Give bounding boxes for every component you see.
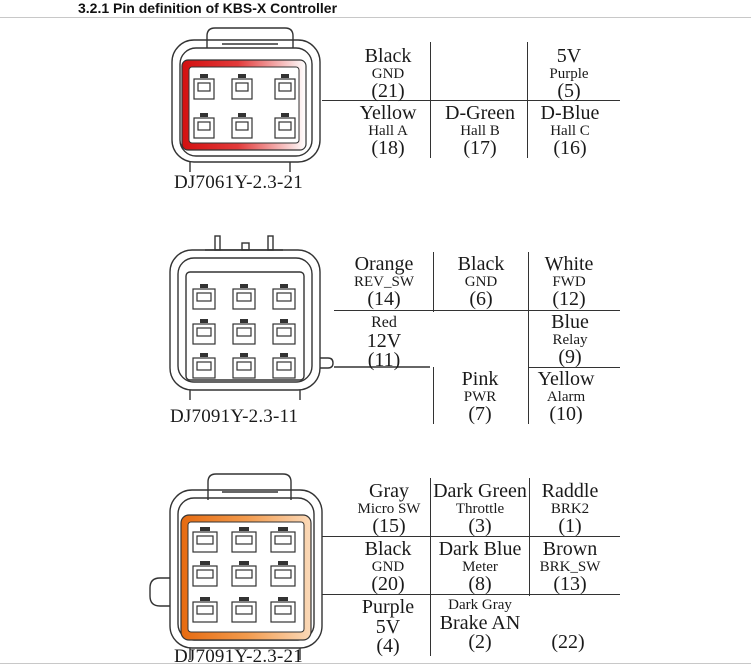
grid1-hline [322, 100, 620, 101]
pin-cell: Blue Relay (9) [551, 311, 589, 368]
grid2-vline-1 [433, 252, 434, 312]
connector-9pin-part-number: DJ7091Y-2.3-11 [170, 406, 299, 427]
pin-cell: Dark Blue Meter (8) [438, 538, 522, 595]
pin-cell: Purple 5V (4) [361, 596, 415, 657]
page-title: 3.2.1 Pin definition of KBS-X Controller [78, 0, 338, 16]
pin-cell: Black GND (21) [364, 45, 412, 102]
pin-cell: Yellow Alarm (10) [537, 368, 595, 425]
pin-cell: Black GND (6) [457, 253, 505, 310]
pin-cell: Red 12V (11) [366, 314, 402, 371]
connector-9pin-orange-part-number: DJ7091Y-2.3-21 [174, 646, 303, 667]
grid3-hline-1 [322, 536, 620, 537]
pin-cell: White FWD (12) [544, 253, 594, 310]
grid1-vline-2 [527, 42, 528, 158]
pin-cell: Dark Green Throttle (3) [433, 480, 527, 537]
pin-cell: Raddle BRK2 (1) [541, 480, 599, 537]
pin-cell: D-Green Hall B (17) [445, 102, 515, 159]
pin-cell: 5V Purple (5) [549, 45, 589, 102]
header-divider [0, 17, 751, 18]
grid2-vline-2 [528, 252, 529, 424]
grid3-vline-2 [529, 478, 530, 596]
connector-6pin-part-number: DJ7061Y-2.3-21 [174, 172, 303, 193]
grid2-hline-1 [334, 310, 620, 311]
grid2-hline-2 [528, 367, 620, 368]
pin-cell: Orange REV_SW (14) [354, 253, 414, 310]
pin-cell: (22) [551, 631, 585, 653]
pin-cell: Yellow Hall A (18) [359, 102, 417, 159]
pin-cell: Black GND (20) [364, 538, 412, 595]
pin-cell: Brown BRK_SW (13) [539, 538, 601, 595]
grid3-vline-1 [430, 478, 431, 656]
pin-cell: Pink PWR (7) [461, 368, 499, 425]
grid2-vline-3 [433, 367, 434, 424]
pin-cell: Dark Gray Brake AN (2) [439, 597, 521, 653]
pin-cell: Gray Micro SW (15) [357, 480, 421, 537]
grid3-hline-2 [322, 594, 620, 595]
footer-divider [0, 663, 751, 664]
grid1-vline-1 [430, 42, 431, 158]
pin-cell: D-Blue Hall C (16) [540, 102, 600, 159]
